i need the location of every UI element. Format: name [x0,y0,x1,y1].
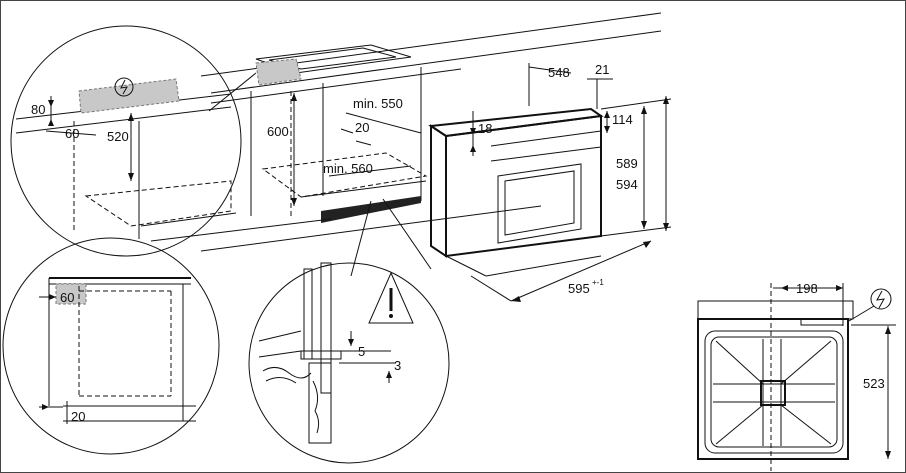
dim-20-bottom: 20 [71,409,85,424]
dim-198: 198 [796,281,818,296]
dim-21: 21 [595,62,609,77]
floor-line [200,205,542,252]
dim-60-left: 60 [60,290,74,305]
power-icon [114,77,134,97]
connection-zone-detail [78,78,180,114]
dim-5: 5 [358,344,365,359]
circle-top-outline [10,25,242,257]
dim-520: 520 [107,129,129,144]
detail-leader-2 [382,198,432,270]
connection-zone-top [255,58,302,86]
dim-min-560: min. 560 [323,161,373,176]
dim-114: 114 [612,112,633,127]
dim-600: 600 [267,124,289,139]
power-icon-front [848,288,892,322]
dim-60-top: 60 [65,126,79,141]
worktop-front-edge [210,30,662,94]
plinth-vent [321,196,421,223]
oven-front [445,114,602,258]
circle-plinth-outline [248,262,450,464]
dim-20-line [340,128,354,134]
dim-560-line [328,165,412,177]
cabinet-scene: 600 min. 550 20 min. 560 [150,12,662,277]
dim-20-mid: 20 [355,120,369,135]
cabinet-shelf [261,152,428,198]
dim-523: 523 [863,376,885,391]
dim-18: 18 [478,121,492,136]
dim-589: 589 [616,156,638,171]
oven-side [430,124,447,258]
dim-3: 3 [394,358,401,373]
worktop-underside [210,68,462,104]
dim-548: 548 [548,65,570,80]
detail-leader-top [208,72,257,112]
dim-595-tolerance: +-1 [592,278,604,287]
oven-front-view: 198 523 [697,281,896,471]
dim-594: 594 [616,177,638,192]
dim-80: 80 [31,102,45,117]
oven-window [497,163,582,244]
detail-circle-plinth: 5 3 [248,262,450,464]
detail-circle-bottom-left: 60 20 [2,237,220,455]
dim-595: 595 [568,281,590,296]
dim-min-550: min. 550 [353,96,403,111]
oven-iso: 548 21 114 18 589 594 595 +-1 [428,62,672,302]
circle-bl-outline [2,237,220,455]
warning-icon [368,271,414,324]
floor-line-left [150,218,332,242]
dim-550-line [345,112,422,134]
detail-circle-top: 80 60 520 [10,25,242,257]
shelf-front [300,180,427,198]
oven-top [428,107,604,138]
